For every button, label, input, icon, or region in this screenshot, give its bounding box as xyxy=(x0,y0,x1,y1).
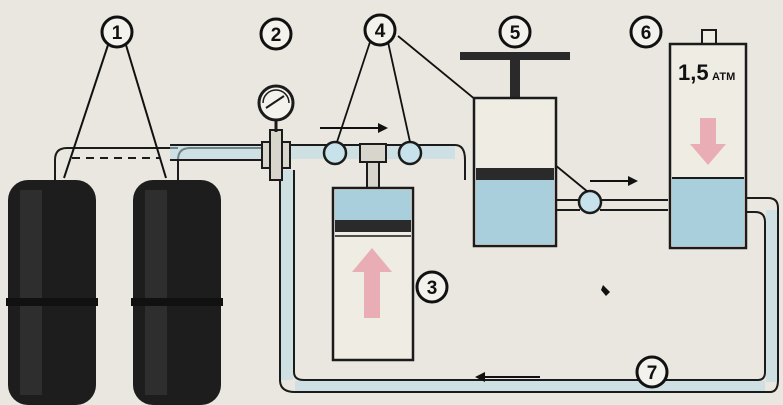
cross-connector xyxy=(261,129,291,181)
pink-up-arrow-icon xyxy=(352,248,392,318)
tank-pressure-value: 1,5 xyxy=(678,60,709,85)
valve-3 xyxy=(577,189,603,215)
flow-arrow-icon xyxy=(320,123,638,382)
gas-cylinder-right xyxy=(131,180,223,405)
pressure-tank xyxy=(668,29,748,250)
tank-pressure-unit: АТМ xyxy=(712,71,735,83)
stray-mark xyxy=(601,285,610,296)
marker-4: 4 xyxy=(363,13,397,47)
receiver-cylinder xyxy=(331,186,415,362)
marker-1: 1 xyxy=(100,15,134,49)
marker-6: 6 xyxy=(629,15,663,49)
marker-4-label: 4 xyxy=(375,21,386,42)
marker-1-label: 1 xyxy=(112,23,123,44)
pink-down-arrow-icon xyxy=(690,118,726,165)
t-connector xyxy=(359,143,387,189)
marker-2-label: 2 xyxy=(271,25,282,46)
marker-3-label: 3 xyxy=(427,278,438,299)
marker-3: 3 xyxy=(415,270,449,304)
marker-1-leaders xyxy=(63,44,167,179)
marker-5: 5 xyxy=(498,15,532,49)
tank-pressure-label: 1,5 АТМ xyxy=(678,60,735,85)
pressure-gauge-icon xyxy=(257,84,295,132)
pump-cylinder xyxy=(460,52,570,248)
gas-cylinder-left xyxy=(6,180,98,405)
valve-2 xyxy=(397,140,423,166)
marker-5-label: 5 xyxy=(510,23,521,44)
marker-7: 7 xyxy=(635,355,669,389)
valve-1 xyxy=(322,140,348,166)
marker-2: 2 xyxy=(259,17,293,51)
marker-6-label: 6 xyxy=(641,23,652,44)
marker-7-label: 7 xyxy=(647,363,658,384)
